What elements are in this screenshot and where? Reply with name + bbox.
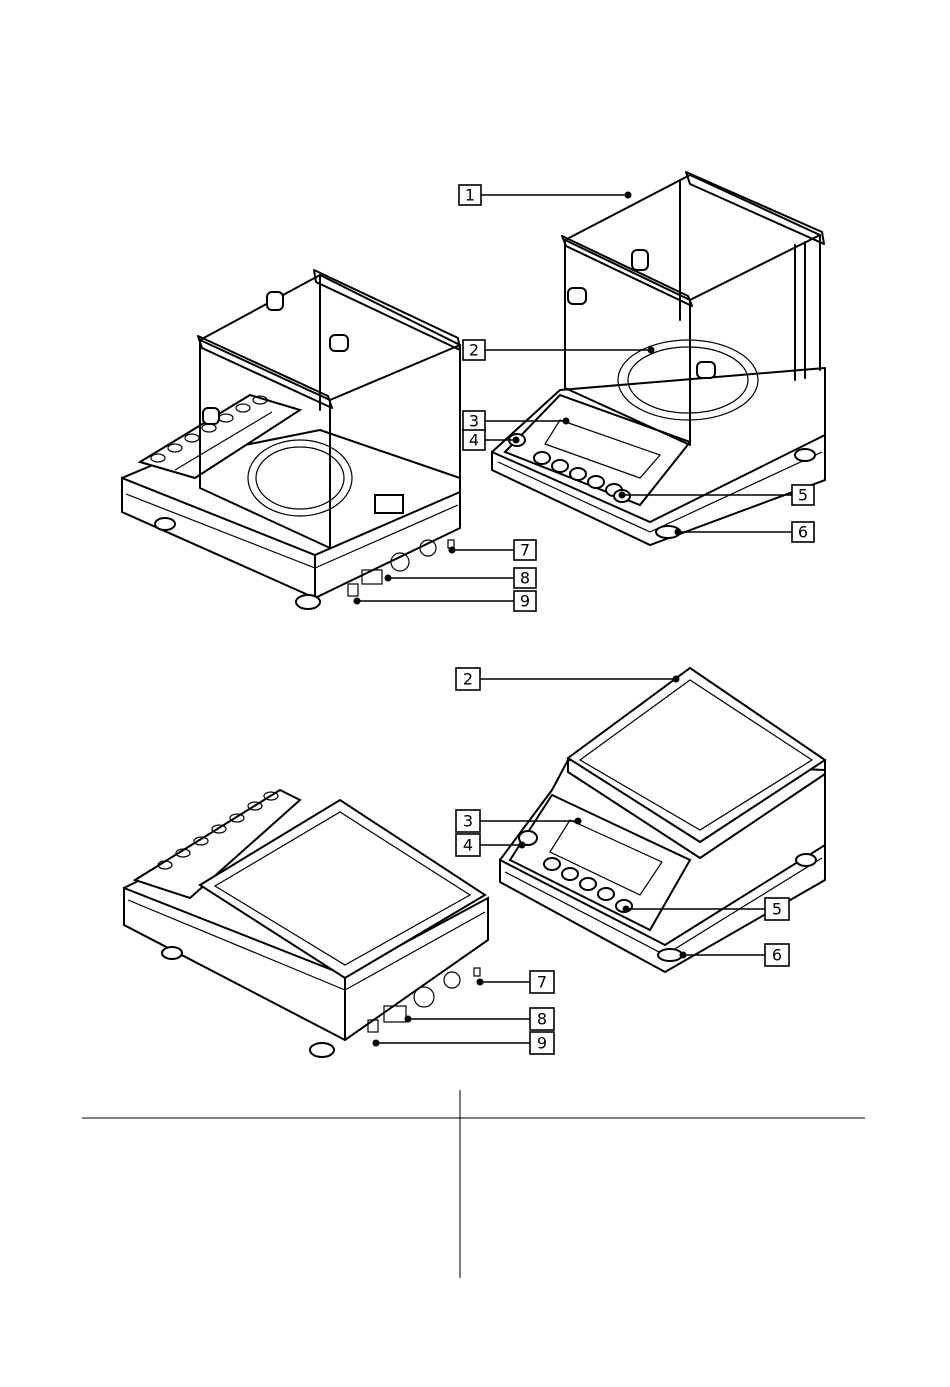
callout-label-7: 7	[520, 541, 530, 560]
callout-label-4: 4	[469, 431, 479, 450]
callout-label-3b: 3	[463, 812, 473, 831]
callout-label-5b: 5	[772, 900, 782, 919]
callout-label-9: 9	[520, 592, 530, 611]
callout-label-6: 6	[798, 523, 808, 542]
callout-label-6b: 6	[772, 946, 782, 965]
analytical-balance-front-view	[492, 172, 825, 545]
callout-label-2: 2	[469, 341, 479, 360]
callout-label-8: 8	[520, 569, 530, 588]
analytical-balance-rear-view	[122, 270, 460, 609]
callout-label-4b: 4	[463, 836, 473, 855]
precision-balance-rear-view	[124, 790, 488, 1057]
callout-label-1: 1	[465, 186, 475, 205]
callout-label-9b: 9	[537, 1034, 547, 1053]
callout-label-3: 3	[469, 412, 479, 431]
legend-table-frame	[82, 1090, 865, 1278]
precision-balance-front-view	[500, 668, 825, 972]
callout-label-8b: 8	[537, 1010, 547, 1029]
callout-label-2b: 2	[463, 670, 473, 689]
rear-door-handles	[203, 292, 403, 513]
callout-label-7b: 7	[537, 973, 547, 992]
callout-label-5: 5	[798, 486, 808, 505]
